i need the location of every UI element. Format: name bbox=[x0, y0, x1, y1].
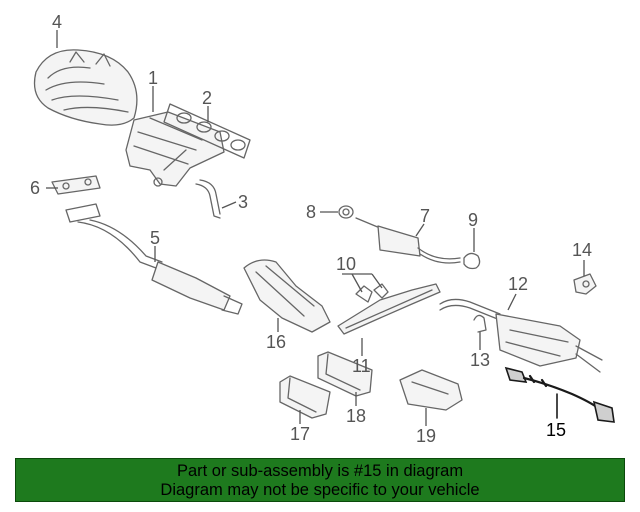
part-6-flange-gasket[interactable] bbox=[51, 175, 101, 195]
banner-line-1: Part or sub-assembly is #15 in diagram bbox=[176, 462, 464, 480]
callout-3[interactable]: 3 bbox=[238, 192, 248, 212]
part-10-hanger[interactable] bbox=[355, 283, 389, 303]
part-15-oxygen-sensor[interactable] bbox=[504, 366, 615, 423]
part-8-clamp[interactable] bbox=[338, 205, 354, 219]
part-7-center-muffler[interactable] bbox=[355, 217, 461, 264]
part-16-heat-shield[interactable] bbox=[243, 259, 331, 333]
part-19-heat-shield[interactable] bbox=[399, 369, 463, 411]
callout-13[interactable]: 13 bbox=[470, 350, 490, 370]
part-18-bracket[interactable] bbox=[317, 351, 373, 397]
part-9-clamp[interactable] bbox=[463, 252, 481, 270]
banner-line-2: Diagram may not be specific to your vehi… bbox=[160, 481, 480, 499]
callout-12[interactable]: 12 bbox=[508, 274, 528, 294]
part-4-heat-shield[interactable] bbox=[33, 49, 138, 126]
callout-10[interactable]: 10 bbox=[336, 254, 356, 274]
leader-lines bbox=[46, 30, 585, 426]
callout-numbers: 1 2 3 4 5 6 7 8 9 10 11 12 13 14 15 16 1… bbox=[30, 12, 592, 446]
part-11-heat-shield[interactable] bbox=[337, 283, 441, 335]
callout-8[interactable]: 8 bbox=[306, 202, 316, 222]
callout-19[interactable]: 19 bbox=[416, 426, 436, 446]
part-17-bracket[interactable] bbox=[279, 375, 331, 419]
exhaust-parts-diagram: 1 2 3 4 5 6 7 8 9 10 11 12 13 14 15 16 1… bbox=[30, 12, 615, 446]
part-14-hanger[interactable] bbox=[573, 273, 597, 295]
callout-2[interactable]: 2 bbox=[202, 88, 212, 108]
callout-15[interactable]: 15 bbox=[546, 420, 566, 440]
part-12-rear-muffler[interactable] bbox=[439, 298, 603, 373]
part-13-bracket[interactable] bbox=[473, 314, 487, 333]
callout-16[interactable]: 16 bbox=[266, 332, 286, 352]
callout-17[interactable]: 17 bbox=[290, 424, 310, 444]
callout-18[interactable]: 18 bbox=[346, 406, 366, 426]
info-banner: Part or sub-assembly is #15 in diagram D… bbox=[15, 458, 625, 502]
callout-5[interactable]: 5 bbox=[150, 228, 160, 248]
part-2-gasket[interactable] bbox=[163, 103, 251, 159]
callout-6[interactable]: 6 bbox=[30, 178, 40, 198]
callout-4[interactable]: 4 bbox=[52, 12, 62, 32]
callout-14[interactable]: 14 bbox=[572, 240, 592, 260]
part-5-front-pipe[interactable] bbox=[65, 203, 243, 315]
part-3-bracket[interactable] bbox=[195, 179, 221, 219]
callout-9[interactable]: 9 bbox=[468, 210, 478, 230]
callout-11[interactable]: 11 bbox=[352, 356, 371, 376]
callout-1[interactable]: 1 bbox=[148, 68, 158, 88]
callout-7[interactable]: 7 bbox=[420, 206, 430, 226]
